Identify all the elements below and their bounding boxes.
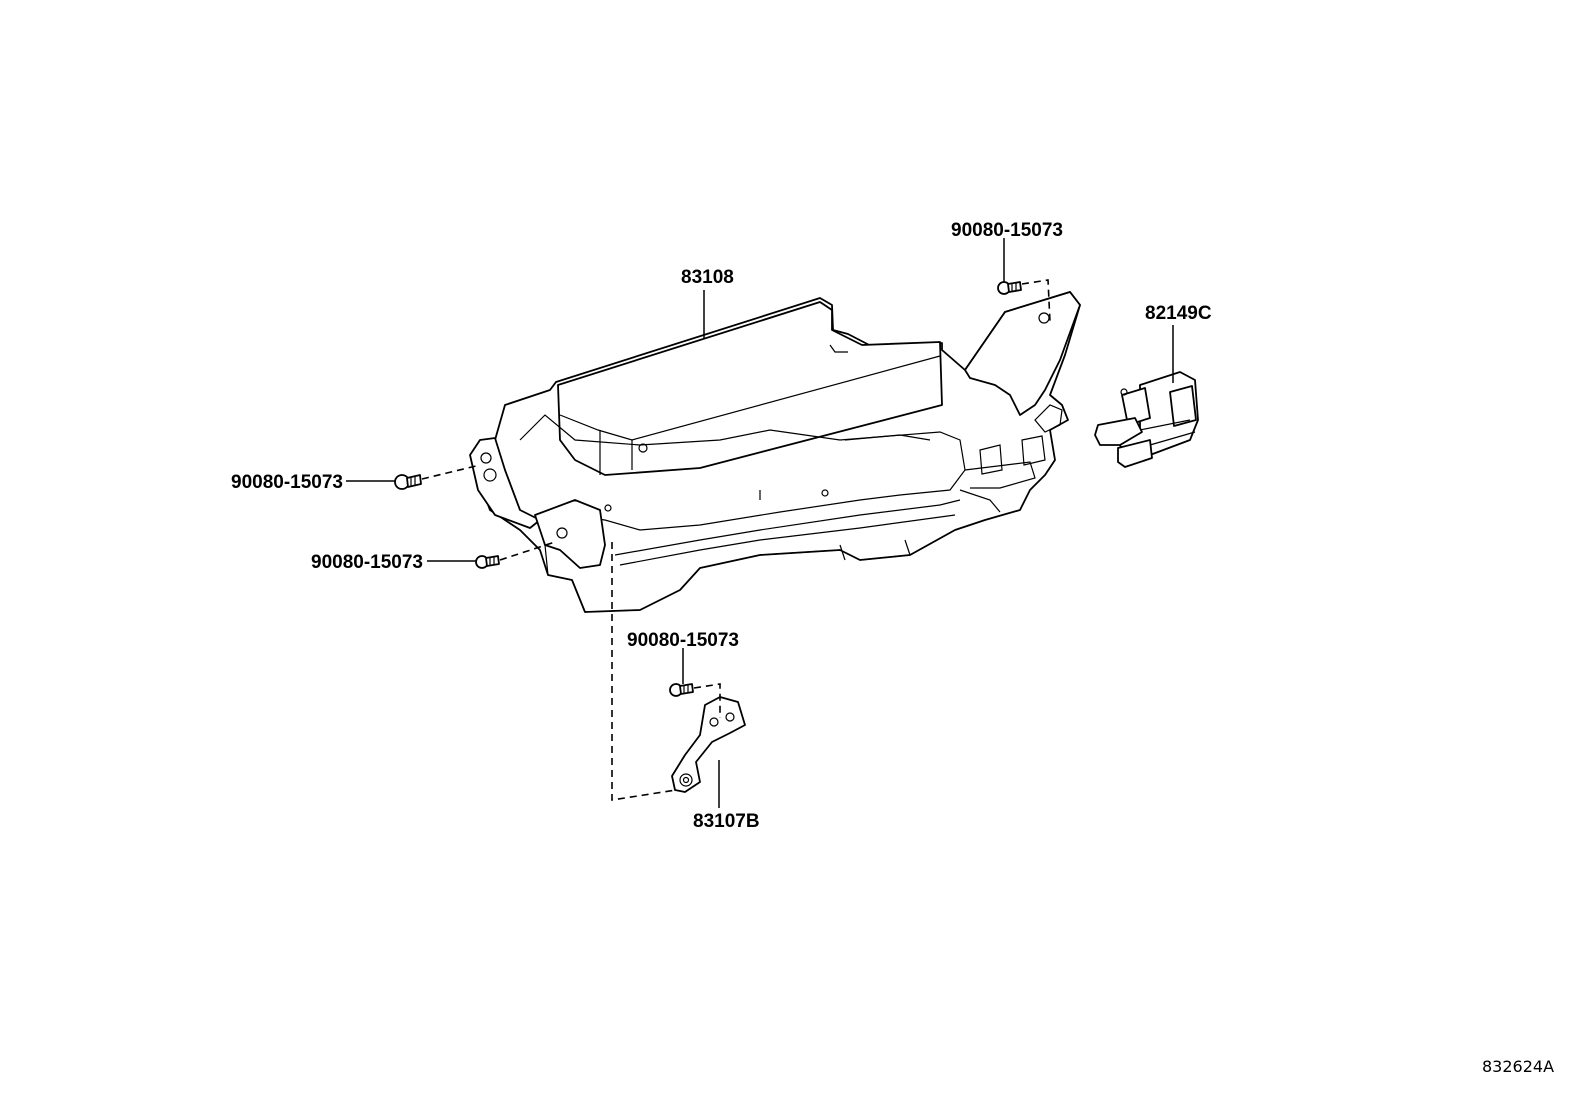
main-unit-83108	[469, 291, 1081, 613]
bolt-bottom	[669, 683, 694, 697]
bolt-top	[997, 281, 1022, 295]
callout-83108: 83108	[681, 267, 734, 288]
callout-bolt-bottom: 90080-15073	[627, 630, 739, 651]
callout-bolt-left-upper: 90080-15073	[231, 472, 343, 493]
bolt-left-lower	[475, 555, 500, 569]
connector-harness-82149C	[1094, 371, 1199, 468]
callout-bolt-top: 90080-15073	[951, 220, 1063, 241]
leader-lines	[346, 238, 1174, 808]
callout-83107B: 83107B	[693, 811, 760, 832]
bolt-left-upper	[394, 474, 422, 490]
bracket-83107B	[671, 696, 746, 793]
callout-82149C: 82149C	[1145, 303, 1212, 324]
assembly-lines	[421, 279, 1051, 801]
drawing-reference: 832624A	[1482, 1057, 1554, 1076]
callout-bolt-left-lower: 90080-15073	[311, 552, 423, 573]
